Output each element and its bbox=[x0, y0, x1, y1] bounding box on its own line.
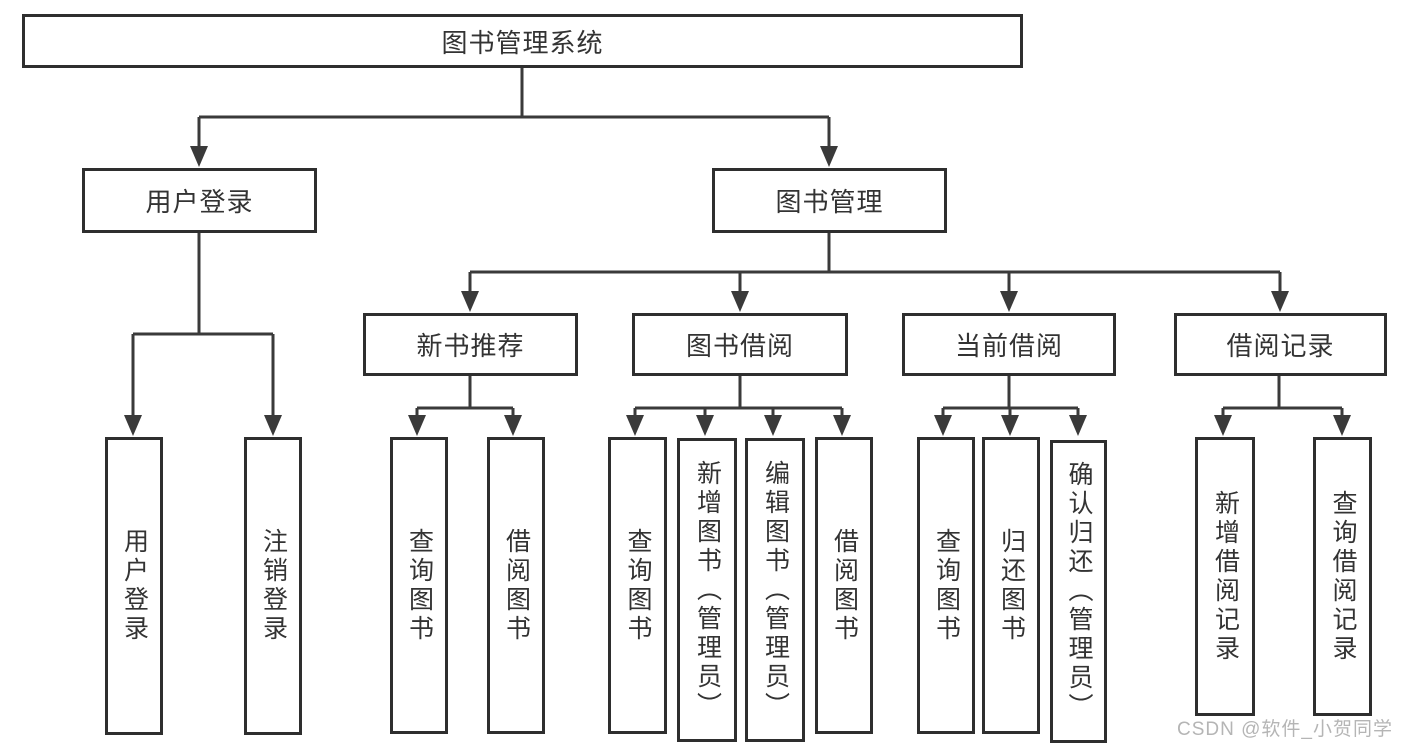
node-leaf-return-books: 归还图书 bbox=[982, 437, 1040, 734]
node-borrow-records: 借阅记录 bbox=[1174, 313, 1387, 376]
node-book-borrow: 图书借阅 bbox=[632, 313, 848, 376]
node-leaf-borrow-books-1: 借阅图书 bbox=[487, 437, 545, 734]
node-book-management: 图书管理 bbox=[712, 168, 947, 233]
node-leaf-logout: 注销登录 bbox=[244, 437, 302, 735]
node-leaf-query-borrow-record: 查询借阅记录 bbox=[1313, 437, 1372, 716]
node-leaf-borrow-books-2: 借阅图书 bbox=[815, 437, 873, 734]
node-leaf-add-borrow-record: 新增借阅记录 bbox=[1195, 437, 1255, 716]
node-leaf-query-books-1: 查询图书 bbox=[390, 437, 448, 734]
node-leaf-edit-books-admin: 编辑图书（管理员） bbox=[745, 438, 805, 742]
node-new-book-recommend: 新书推荐 bbox=[363, 313, 578, 376]
csdn-watermark: CSDN @软件_小贺同学 bbox=[1177, 719, 1393, 740]
node-leaf-query-books-2: 查询图书 bbox=[608, 437, 667, 734]
node-leaf-add-books-admin: 新增图书（管理员） bbox=[677, 438, 737, 742]
node-library-system: 图书管理系统 bbox=[22, 14, 1023, 68]
node-leaf-user-login: 用户登录 bbox=[105, 437, 163, 735]
node-current-borrow: 当前借阅 bbox=[902, 313, 1116, 376]
node-user-login: 用户登录 bbox=[82, 168, 317, 233]
node-leaf-query-books-3: 查询图书 bbox=[917, 437, 975, 734]
node-leaf-confirm-return-admin: 确认归还（管理员） bbox=[1050, 440, 1107, 743]
